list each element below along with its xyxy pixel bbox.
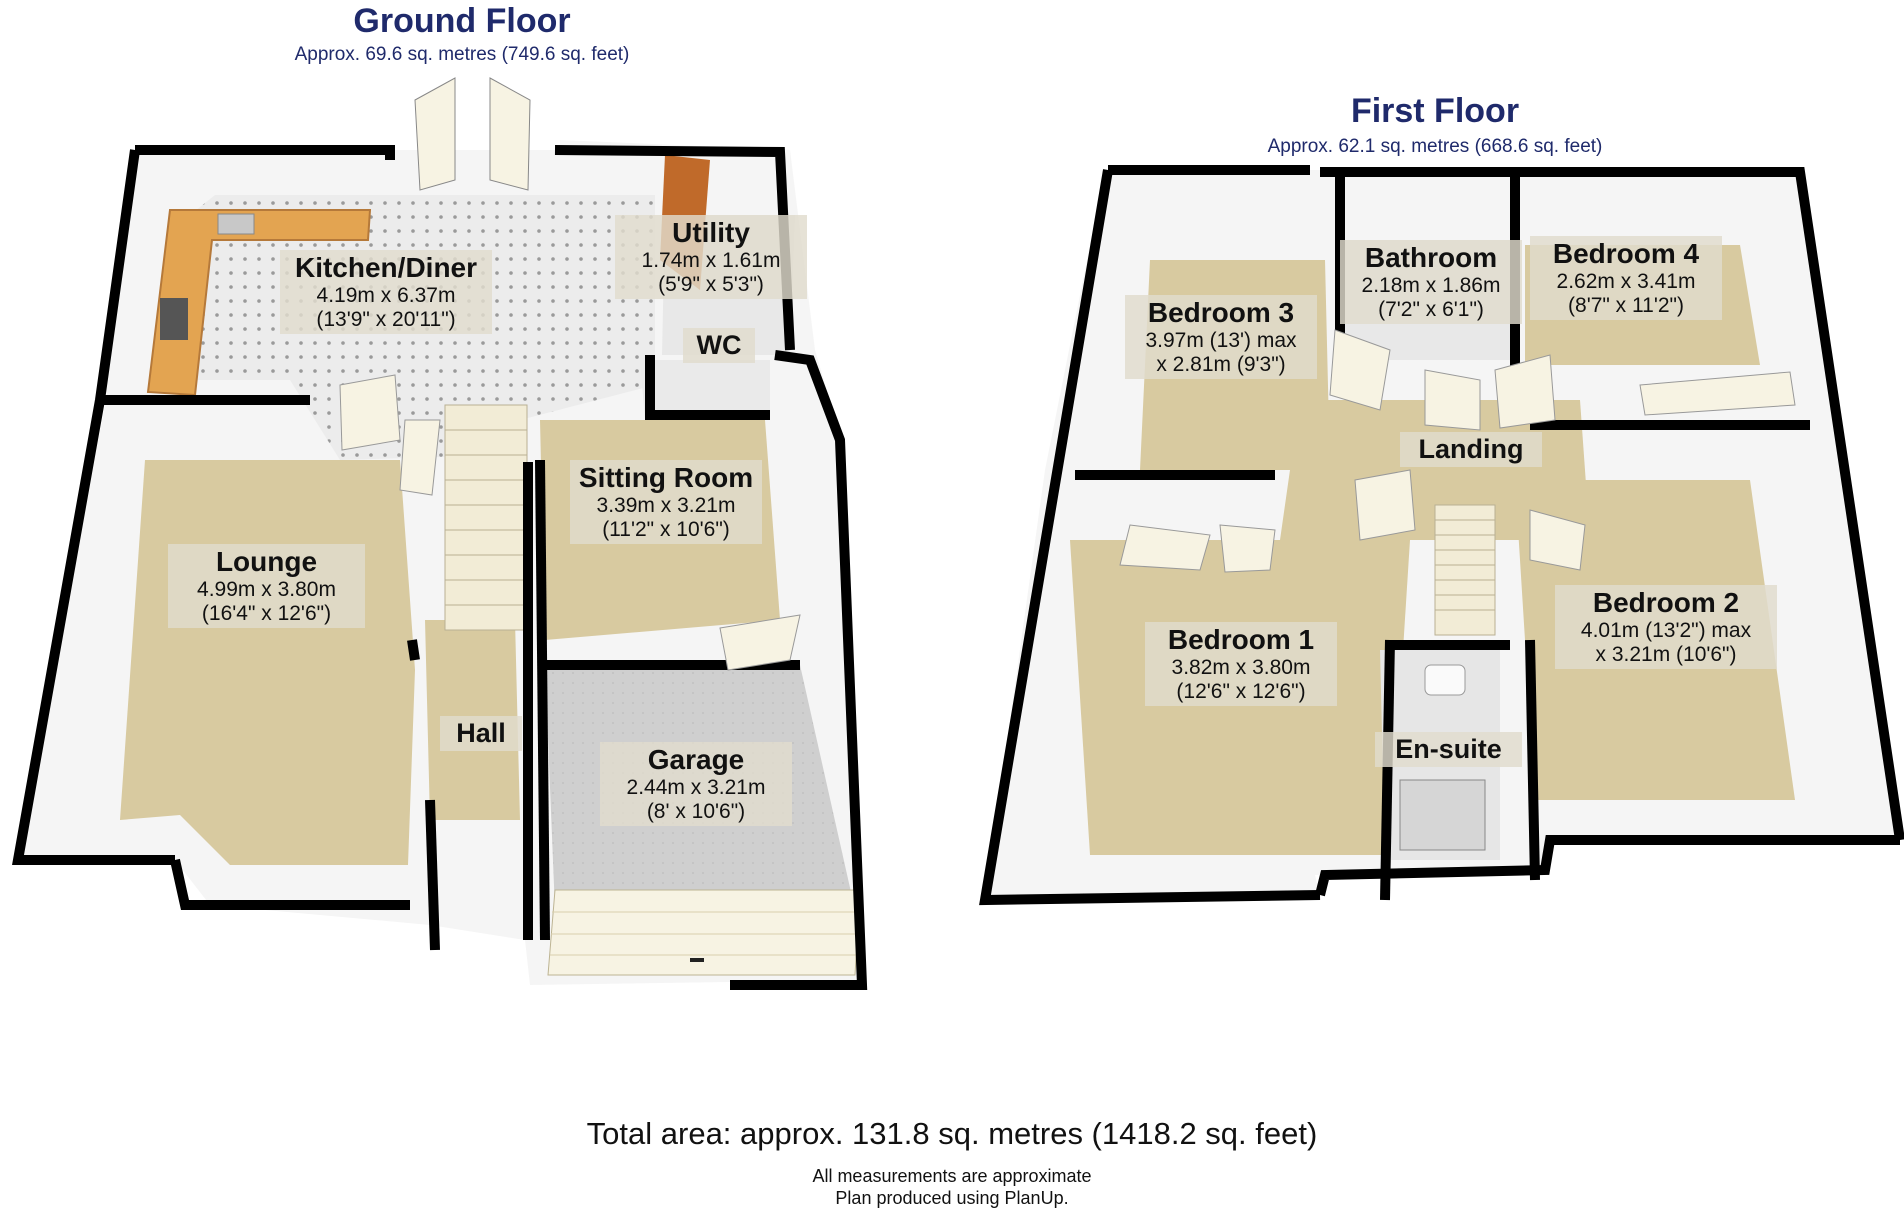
room-label-landing: Landing bbox=[1400, 432, 1542, 468]
en-suite-shower bbox=[1399, 779, 1486, 851]
measurement-note: All measurements are approximate bbox=[812, 1166, 1092, 1186]
french-doors bbox=[414, 77, 531, 191]
room-name: Landing bbox=[1418, 434, 1524, 464]
room-imperial: x 3.21m (10'6") bbox=[1595, 643, 1737, 667]
total-area: Total area: approx. 131.8 sq. metres (14… bbox=[586, 1116, 1318, 1151]
room-metric: 2.18m x 1.86m bbox=[1361, 274, 1501, 298]
room-metric: 3.82m x 3.80m bbox=[1171, 656, 1311, 680]
room-label-kitchen-diner: Kitchen/Diner 4.19m x 6.37m (13'9" x 20'… bbox=[280, 250, 492, 335]
planup-credit: Plan produced using PlanUp. bbox=[835, 1188, 1069, 1208]
lounge-floor bbox=[120, 460, 415, 865]
garage-door bbox=[547, 889, 861, 976]
room-imperial: (16'4" x 12'6") bbox=[201, 602, 332, 626]
kitchen-hob bbox=[160, 298, 188, 340]
room-label-bedroom-1: Bedroom 1 3.82m x 3.80m (12'6" x 12'6") bbox=[1145, 622, 1337, 707]
room-metric: 4.01m (13'2") max bbox=[1580, 619, 1752, 643]
kitchen-door bbox=[339, 374, 401, 451]
room-name: Kitchen/Diner bbox=[294, 252, 478, 283]
room-name: Utility bbox=[672, 217, 750, 248]
room-metric: 3.39m x 3.21m bbox=[596, 494, 736, 518]
room-label-wc: WC bbox=[683, 328, 755, 364]
room-name: Garage bbox=[647, 744, 745, 775]
ground-stairs bbox=[444, 404, 528, 631]
room-imperial: (8' x 10'6") bbox=[646, 800, 746, 824]
room-name: Bedroom 4 bbox=[1552, 238, 1700, 269]
room-metric: 3.97m (13') max bbox=[1145, 329, 1297, 353]
room-imperial: (5'9" x 5'3") bbox=[658, 273, 764, 297]
ground-floor-area: Approx. 69.6 sq. metres (749.6 sq. feet) bbox=[294, 44, 630, 65]
lounge-door bbox=[399, 419, 441, 496]
room-imperial: (7'2" x 6'1") bbox=[1378, 298, 1484, 322]
room-name: Sitting Room bbox=[578, 462, 754, 493]
room-label-utility: Utility 1.74m x 1.61m (5'9" x 5'3") bbox=[615, 215, 807, 300]
room-name: Bedroom 2 bbox=[1592, 587, 1740, 618]
room-name: Lounge bbox=[215, 546, 318, 577]
room-metric: 2.44m x 3.21m bbox=[626, 776, 766, 800]
room-label-sitting-room: Sitting Room 3.39m x 3.21m (11'2" x 10'6… bbox=[570, 460, 762, 545]
room-label-bedroom-3: Bedroom 3 3.97m (13') max x 2.81m (9'3") bbox=[1125, 295, 1317, 380]
first-floor-area: Approx. 62.1 sq. metres (668.6 sq. feet) bbox=[1267, 136, 1603, 157]
first-floor-stairs bbox=[1434, 504, 1496, 636]
room-metric: 4.19m x 6.37m bbox=[316, 284, 456, 308]
room-imperial: (12'6" x 12'6") bbox=[1176, 680, 1306, 704]
room-label-bedroom-2: Bedroom 2 4.01m (13'2") max x 3.21m (10'… bbox=[1555, 585, 1777, 670]
room-metric: 2.62m x 3.41m bbox=[1556, 270, 1696, 294]
kitchen-sink bbox=[217, 213, 255, 235]
room-imperial: (8'7" x 11'2") bbox=[1568, 294, 1684, 318]
room-metric: 1.74m x 1.61m bbox=[641, 249, 781, 273]
first-floor-title: First Floor bbox=[1350, 92, 1520, 130]
room-label-en-suite: En-suite bbox=[1375, 732, 1522, 768]
room-label-lounge: Lounge 4.99m x 3.80m (16'4" x 12'6") bbox=[168, 544, 365, 629]
room-name: Bedroom 1 bbox=[1167, 624, 1315, 655]
room-name: Bedroom 3 bbox=[1147, 297, 1295, 328]
wc-floor bbox=[640, 360, 770, 420]
first-floor-doors bbox=[1119, 329, 1796, 573]
room-label-bedroom-4: Bedroom 4 2.62m x 3.41m (8'7" x 11'2") bbox=[1530, 236, 1722, 321]
room-name: En-suite bbox=[1395, 734, 1502, 764]
room-imperial: x 2.81m (9'3") bbox=[1156, 353, 1286, 377]
room-label-garage: Garage 2.44m x 3.21m (8' x 10'6") bbox=[600, 742, 792, 827]
room-label-bathroom: Bathroom 2.18m x 1.86m (7'2" x 6'1") bbox=[1340, 240, 1522, 325]
kitchen-worktop bbox=[146, 209, 372, 397]
en-suite-basin bbox=[1424, 664, 1466, 696]
room-imperial: (11'2" x 10'6") bbox=[602, 518, 730, 542]
room-imperial: (13'9" x 20'11") bbox=[316, 308, 456, 332]
room-name: Hall bbox=[456, 718, 506, 748]
room-label-hall: Hall bbox=[440, 716, 522, 752]
ground-floor-title: Ground Floor bbox=[353, 2, 571, 40]
room-name: Bathroom bbox=[1364, 242, 1498, 273]
room-name: WC bbox=[696, 330, 742, 360]
room-metric: 4.99m x 3.80m bbox=[197, 578, 336, 602]
sitting-room-door bbox=[719, 614, 801, 671]
